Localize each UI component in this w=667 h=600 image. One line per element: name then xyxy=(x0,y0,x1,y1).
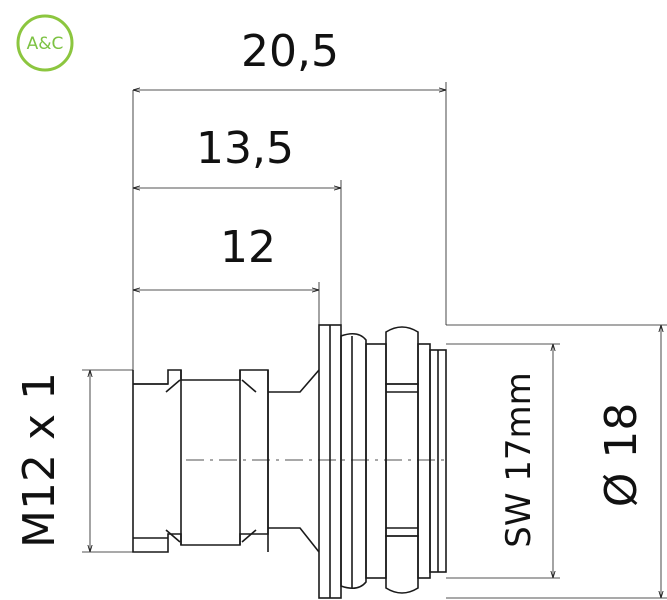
taper-section xyxy=(267,369,320,553)
o-ring xyxy=(340,332,367,590)
flange xyxy=(318,324,342,599)
dimension-label-overall: 20,5 xyxy=(241,26,339,77)
dimension-label-flange: 13,5 xyxy=(196,123,294,174)
rear-section xyxy=(417,343,447,579)
thread-section xyxy=(132,369,269,553)
dimension-label-thread: 12 xyxy=(220,222,276,273)
dimension-label-diameter: Ø 18 xyxy=(596,403,647,508)
logo-text: A&C xyxy=(27,34,64,54)
dimension-thread-spec: M12 x 1 xyxy=(14,369,133,553)
dimension-wrench-size: SW 17mm xyxy=(446,343,560,579)
dimension-diameter: Ø 18 xyxy=(446,324,667,599)
dimension-flange-length: 13,5 xyxy=(133,123,342,325)
dimension-label-wrench: SW 17mm xyxy=(499,372,539,548)
dimension-overall-length: 20,5 xyxy=(132,26,447,370)
body-collar xyxy=(365,343,387,579)
dimension-thread-length: 12 xyxy=(133,222,320,325)
connector-body xyxy=(132,324,447,599)
company-logo: A&C xyxy=(16,14,74,72)
dimension-label-thread-spec: M12 x 1 xyxy=(14,372,65,548)
